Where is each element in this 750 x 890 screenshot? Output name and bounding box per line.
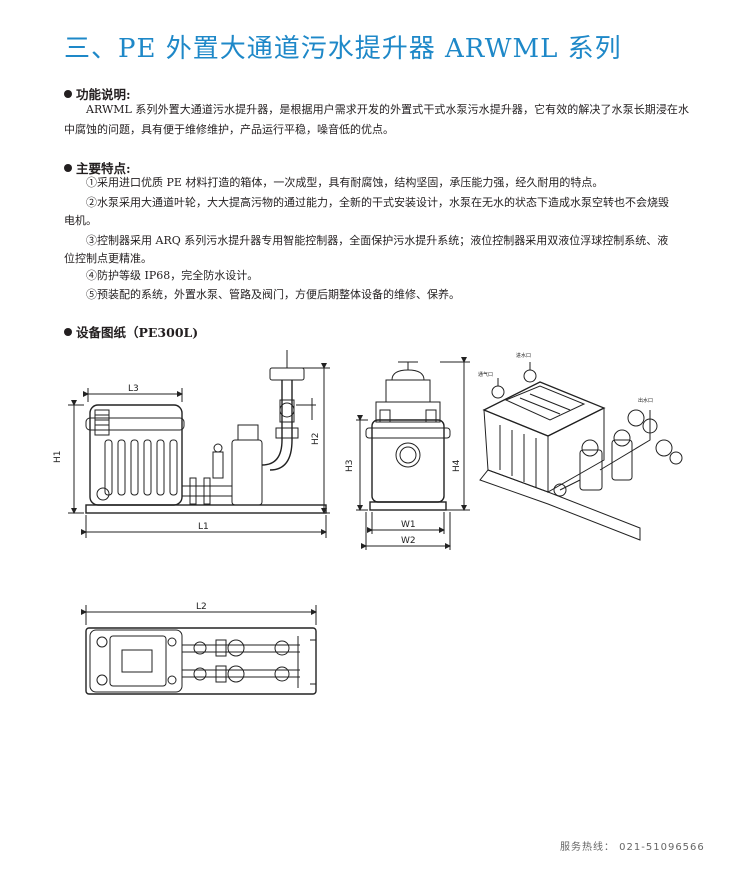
front-view-labels: L3 H1 H2 L1 <box>53 384 321 532</box>
iso-outlet-label: 出水口 <box>638 397 653 404</box>
features-heading-text: 主要特点: <box>76 161 131 176</box>
dim-l2-label: L2 <box>196 602 207 612</box>
dim-h4-label: H4 <box>452 459 462 472</box>
side-view <box>356 357 470 550</box>
feature-item-4: ④防护等级 IP68，完全防水设计。 <box>86 269 259 282</box>
tank-port <box>96 487 110 501</box>
feature-item-2: ②水泵采用大通道叶轮，大大提高污物的通过能力，全新的干式安装设计，水泵在无水的状… <box>86 196 669 209</box>
service-hotline: 服务热线： 021-51096566 <box>560 842 705 853</box>
front-view <box>68 350 330 538</box>
function-text: ARWML 系列外置大通道污水提升器，是根据用户需求开发的外置式干式水泵污水提升… <box>64 103 689 136</box>
bullet-icon <box>64 89 72 98</box>
dim-l1-label: L1 <box>198 522 209 532</box>
feature-item-3-cont: 位控制点更精准。 <box>64 252 152 265</box>
top-frame <box>85 627 317 695</box>
top-view <box>81 605 317 695</box>
drawing-heading: 设备图纸（PE300L) <box>64 322 198 341</box>
drawing-heading-text: 设备图纸（PE300L) <box>76 325 199 340</box>
feature-item-2-cont: 电机。 <box>64 214 97 227</box>
feature-item-1: ①采用进口优质 PE 材料打造的箱体，一次成型，具有耐腐蚀，结构坚固，承压能力强… <box>86 176 604 189</box>
top-view-labels: L2 <box>196 602 207 612</box>
iso-vent-label: 通气口 <box>478 371 493 378</box>
page-title: 三、PE 外置大通道污水提升器 ARWML 系列 <box>64 34 622 64</box>
dim-w2-label: W2 <box>401 536 416 546</box>
tank-ribs <box>104 439 178 496</box>
isometric-view <box>479 362 683 541</box>
dim-l3-label: L3 <box>128 384 139 394</box>
pump-body <box>231 439 263 506</box>
isometric-labels: 通气口 进水口 出水口 <box>478 352 653 404</box>
bullet-icon <box>64 163 72 172</box>
iso-inlet-label: 进水口 <box>516 352 531 359</box>
side-view-labels: H3 H4 W1 W2 <box>345 459 462 546</box>
dim-w1-label: W1 <box>401 520 416 530</box>
function-heading-text: 功能说明: <box>76 87 131 102</box>
dim-h3-label: H3 <box>345 460 355 473</box>
feature-item-5: ⑤预装配的系统，外置水泵、管路及阀门，方便后期整体设备的维修、保养。 <box>86 288 460 301</box>
base-frame <box>85 504 327 514</box>
feature-item-3: ③控制器采用 ARQ 系列污水提升器专用智能控制器，全面保护污水提升系统；液位控… <box>86 234 669 247</box>
dim-h1-label: H1 <box>53 451 63 464</box>
bullet-icon <box>64 327 72 336</box>
dim-h2-label: H2 <box>311 433 321 446</box>
features-heading: 主要特点: <box>64 158 131 177</box>
function-heading: 功能说明: <box>64 84 131 103</box>
side-tank <box>371 419 445 503</box>
